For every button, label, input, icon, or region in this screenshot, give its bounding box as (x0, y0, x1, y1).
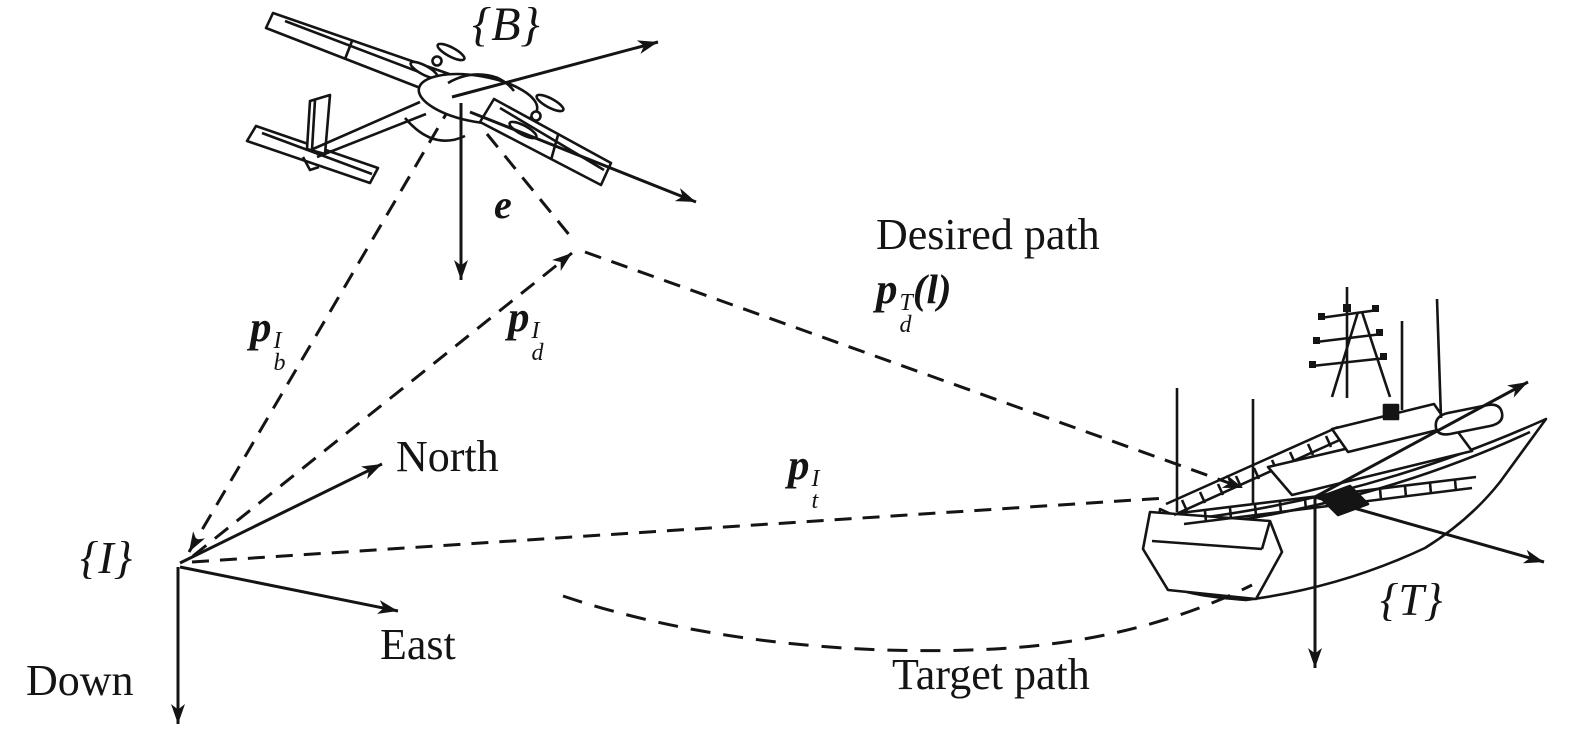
label-frame-b: {B} (472, 0, 540, 51)
body-x-axis-arrow (451, 40, 659, 99)
p-t-sup: I (811, 466, 820, 492)
vector-p-b-line (187, 103, 454, 553)
uav-illustration (245, 11, 613, 187)
label-frame-t: {T} (1380, 574, 1443, 625)
p-d-path-arg: (l) (912, 266, 952, 312)
desired-path-line (584, 250, 1244, 490)
uav-fin-line (310, 99, 317, 151)
p-b-base: p (250, 304, 272, 351)
label-frame-i: {I} (80, 532, 133, 583)
p-d-sub: d (531, 340, 544, 367)
ship-mast-fittings (1309, 304, 1387, 368)
target-x-axis-arrow (1314, 380, 1529, 499)
p-t-sub: t (811, 488, 819, 515)
ship-stern-lines (1151, 520, 1272, 551)
p-b-sup: I (273, 328, 282, 354)
dashed-vector-lines (187, 103, 1244, 564)
body-y-axis-arrow (469, 110, 697, 204)
uav-tail-skid (301, 156, 320, 172)
p-d-path-sup: T (899, 290, 913, 316)
uav-belly-pod (404, 117, 466, 142)
label-desired-path: Desired path (876, 210, 1100, 259)
inertial-frame-axes (171, 462, 399, 724)
p-b-sub: b (273, 350, 286, 377)
east-axis-arrow (179, 565, 399, 614)
uav-fin (305, 93, 332, 156)
body-frame-axes (451, 40, 697, 280)
vector-p-t-line (191, 496, 1167, 564)
ship-whip-antennas (1400, 298, 1443, 419)
vector-p-d-line (192, 251, 573, 558)
ship-illustration (1141, 287, 1548, 602)
p-t-base: p (788, 442, 810, 489)
label-down: Down (26, 656, 134, 705)
p-d-path-base: p (876, 266, 898, 313)
target-frame-axes (1308, 380, 1545, 668)
target-path-line (562, 583, 1253, 653)
ship-bridge-window (1382, 403, 1400, 421)
ship-aft-antennas (1175, 388, 1255, 512)
label-north: North (396, 432, 499, 481)
label-error-vector: e (494, 182, 512, 227)
uav-tailplane-line (261, 131, 373, 176)
ship-mast (1311, 287, 1392, 398)
ship-stern-platform (1141, 510, 1284, 601)
ship-bow-boat (1434, 403, 1504, 436)
uav-right-wing-panel-line (549, 134, 560, 161)
uav-to-desired-point-line (485, 133, 577, 243)
p-d-sup: I (531, 318, 540, 344)
target-y-axis-arrow (1314, 495, 1545, 564)
frame-axes (171, 40, 1545, 724)
uav-left-wing-panel-line (343, 40, 354, 60)
label-target-path: Target path (892, 650, 1090, 699)
p-d-base: p (508, 294, 530, 341)
label-east: East (380, 620, 456, 669)
north-axis-arrow (179, 462, 383, 565)
p-d-path-sub: d (899, 312, 912, 339)
